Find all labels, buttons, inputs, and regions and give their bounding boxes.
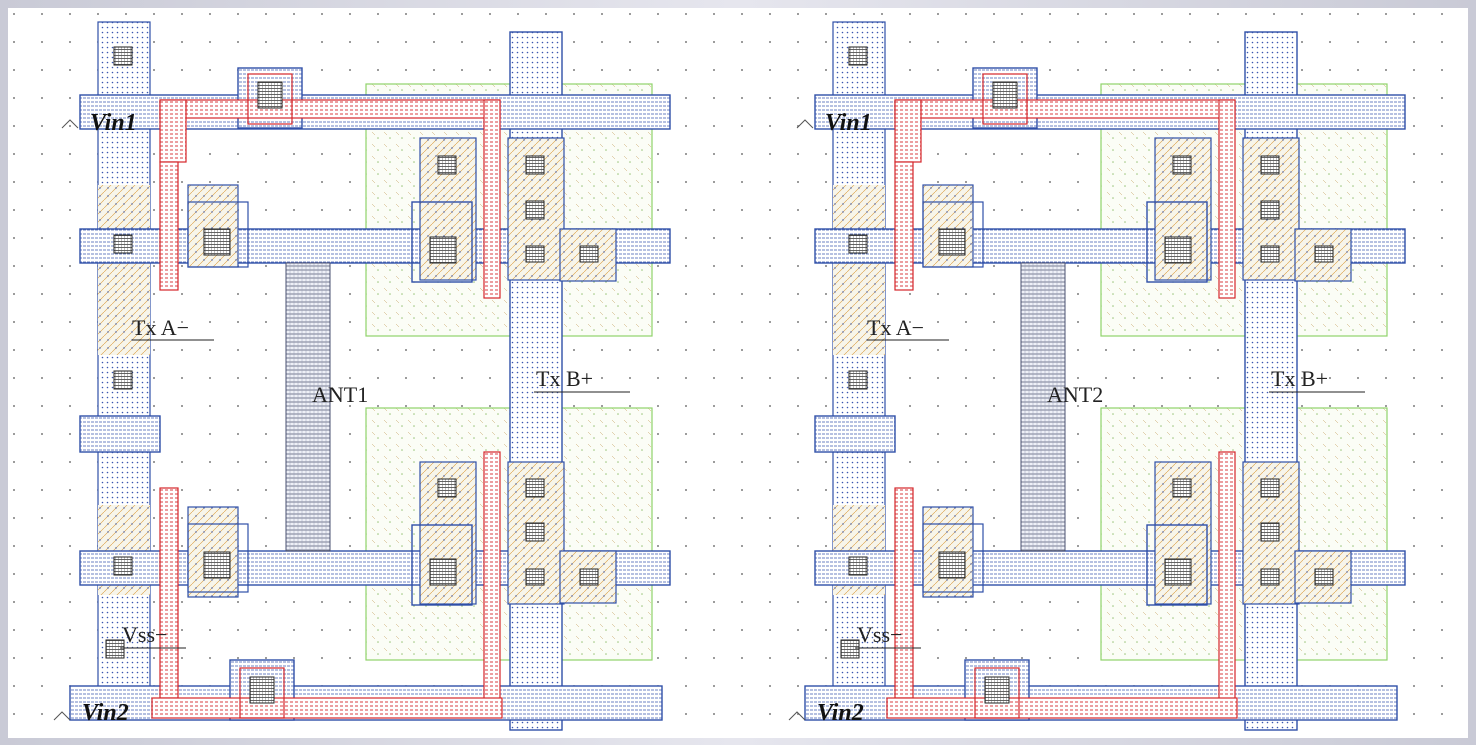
poly-pad-top: [247, 73, 293, 125]
label-tx-b: Tx B+: [536, 366, 593, 391]
diffusion-rail-left: [98, 185, 150, 355]
poly-bottom-route: [151, 697, 503, 719]
label-tx-b: Tx B+: [1271, 366, 1328, 391]
poly-right-gate-bottom: [483, 451, 501, 717]
poly-right-gate-top: [1218, 99, 1236, 299]
gate-box-top: [411, 201, 473, 283]
poly-left-top: [159, 99, 187, 163]
label-vin2: Vin2: [82, 700, 129, 726]
poly-left-top: [894, 99, 922, 163]
label-ant: ANT2: [1047, 382, 1103, 407]
left-block-1-inner: [922, 201, 984, 268]
poly-left-gate-bottom: [894, 487, 914, 699]
contacts: [105, 46, 599, 704]
label-vin2: Vin2: [817, 700, 864, 726]
poly-pad-top: [982, 73, 1028, 125]
pin-marker-vin1: [796, 119, 814, 129]
left-block-2-inner: [187, 523, 249, 593]
poly-right-gate-top: [483, 99, 501, 299]
gate-box-top: [1146, 201, 1208, 283]
poly-right-gate-bottom: [1218, 451, 1236, 717]
label-tx-a: Tx A−: [867, 315, 924, 340]
bus-short: [814, 415, 896, 453]
poly-pad-bottom: [974, 667, 1020, 719]
poly-pad-bottom: [239, 667, 285, 719]
left-block-2-inner: [922, 523, 984, 593]
label-tx-a: Tx A−: [132, 315, 189, 340]
label-ant: ANT1: [312, 382, 368, 407]
pin-marker-vin1: [61, 119, 79, 129]
label-vss: Vss−: [122, 622, 167, 647]
poly-left-gate-bottom: [159, 487, 179, 699]
gate-box-bottom: [411, 524, 473, 606]
pin-marker-vin2: [788, 711, 806, 721]
poly-left-gate-top: [159, 161, 179, 291]
layout-panel-right: Vin1 Tx A− ANT2 Tx B+ Vss− Vin2: [788, 21, 1406, 731]
poly-bottom-route: [886, 697, 1238, 719]
poly-top-route: [159, 99, 501, 119]
antenna-strip: [1020, 262, 1066, 552]
label-vin1: Vin1: [90, 110, 137, 136]
antenna-strip: [285, 262, 331, 552]
bus-short: [79, 415, 161, 453]
gate-box-bottom: [1146, 524, 1208, 606]
poly-top-route: [894, 99, 1236, 119]
diffusion-rail-left: [833, 185, 885, 355]
pin-marker-vin2: [53, 711, 71, 721]
left-block-1-inner: [187, 201, 249, 268]
contacts: [840, 46, 1334, 704]
poly-left-gate-top: [894, 161, 914, 291]
layout-panel-left: Vin1 Tx A− ANT1 Tx B+ Vss− Vin2: [53, 21, 671, 731]
label-vin1: Vin1: [825, 110, 872, 136]
label-vss: Vss−: [857, 622, 902, 647]
